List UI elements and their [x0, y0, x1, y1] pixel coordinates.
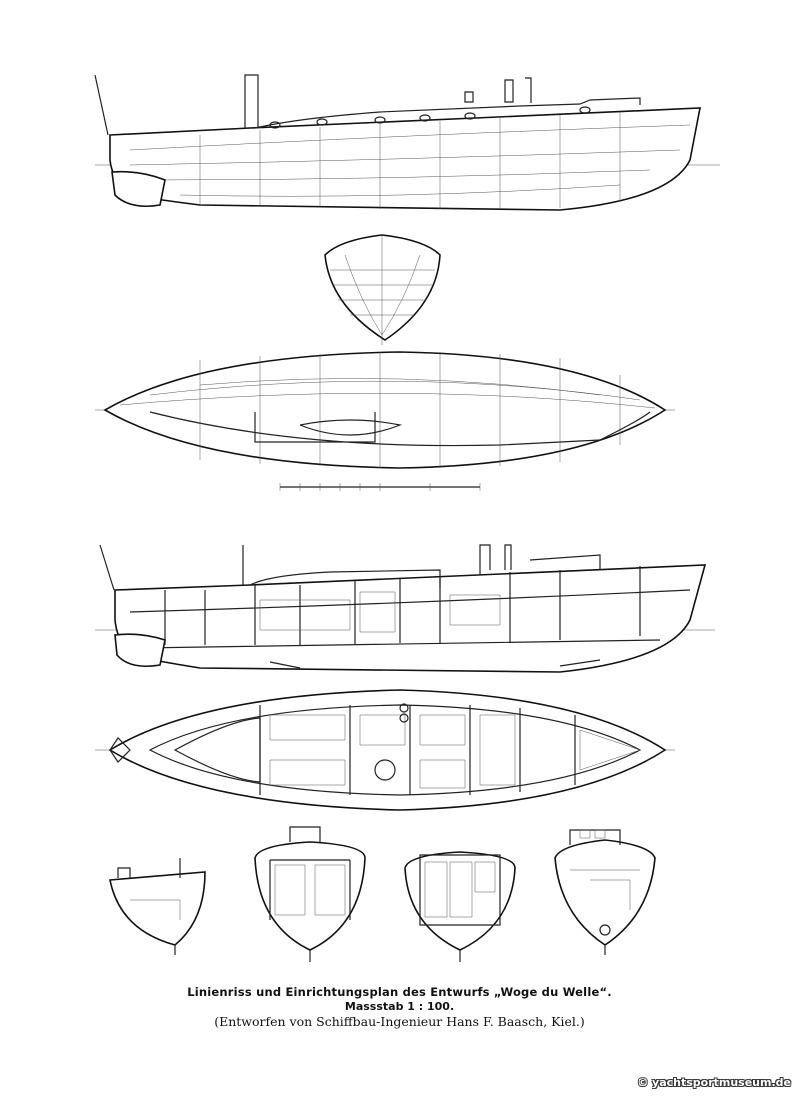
interior-profile-view [95, 544, 715, 673]
drawing-title: Linienriss und Einrichtungsplan des Entw… [187, 985, 612, 999]
drawing-scale: Massstab 1 : 100. [344, 1000, 455, 1013]
cross-section-2 [254, 826, 366, 962]
lines-plan-view [95, 351, 675, 491]
drawing-credit: (Entworfen von Schiffbau-Ingenieur Hans … [214, 1014, 585, 1029]
accommodation-plan-view [95, 689, 675, 811]
cross-section-4 [554, 829, 656, 955]
lines-profile-view [94, 74, 720, 211]
watermark: © yachtsportmuseum.de [637, 1076, 791, 1089]
cross-section-3 [404, 851, 516, 962]
cross-section-1 [109, 858, 206, 955]
cross-sections [109, 826, 656, 962]
lines-body-section [324, 234, 441, 345]
